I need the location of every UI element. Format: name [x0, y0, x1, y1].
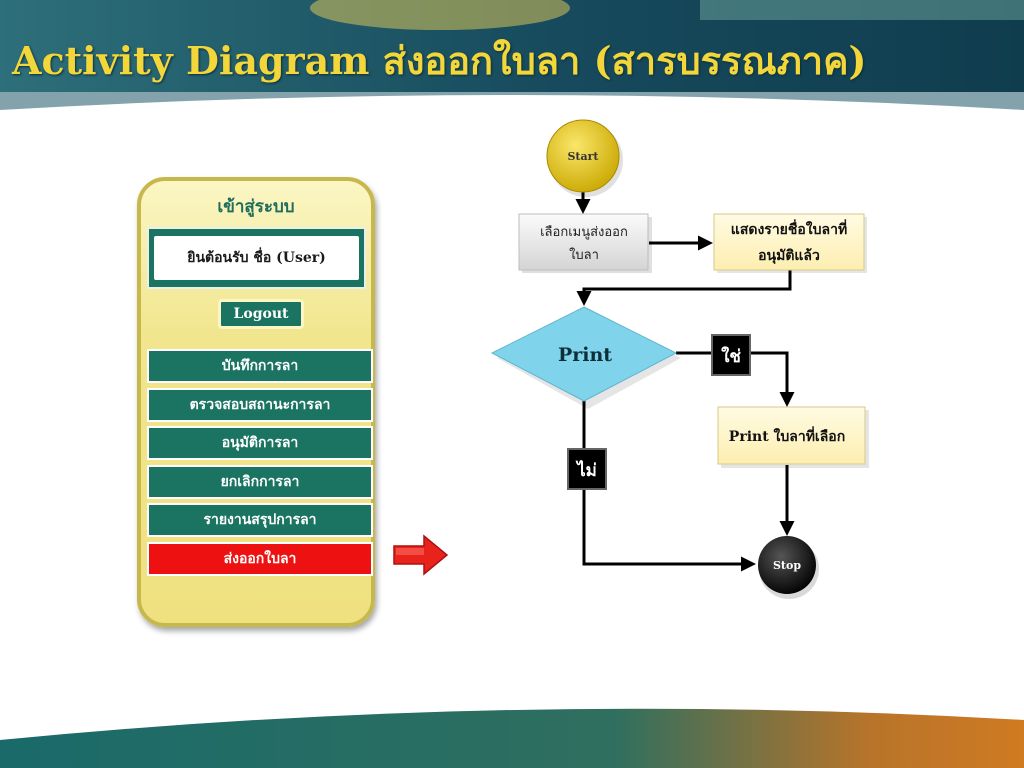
- slide-footer-band: [0, 708, 1024, 768]
- step-print-label: Print ใบลาที่เลือก: [729, 426, 845, 445]
- yes-badge: ใช่: [711, 334, 751, 376]
- decision-label: Print: [558, 344, 612, 366]
- welcome-box: ยินต้อนรับ ชื่อ (User): [147, 227, 366, 289]
- menu-panel: เข้าสู่ระบบ ยินต้อนรับ ชื่อ (User) Logou…: [137, 177, 375, 627]
- step-print-selected: Print ใบลาที่เลือก: [717, 406, 869, 468]
- no-badge: ไม่: [567, 448, 607, 490]
- slide-title: Activity Diagram ส่งออกใบลา (สารบรรณภาค): [12, 38, 867, 83]
- step-show-line2: อนุมัติแล้ว: [758, 248, 820, 264]
- yes-label: ใช่: [721, 346, 741, 367]
- menu-item-export-leave[interactable]: ส่งออกใบลา: [147, 542, 373, 576]
- step-select-line2: ใบลา: [569, 247, 599, 263]
- menu-item-check-status[interactable]: ตรวจสอบสถานะการลา: [147, 388, 373, 422]
- menu-item-leave-report[interactable]: รายงานสรุปการลา: [147, 503, 373, 537]
- step-select-line1: เลือกเมนูส่งออก: [540, 224, 628, 240]
- menu-item-record-leave[interactable]: บันทึกการลา: [147, 349, 373, 383]
- activity-diagram: Start เลือกเมนูส่งออก ใบลา แสดงรายชื่อใบ…: [490, 119, 869, 599]
- start-node: Start: [546, 119, 623, 197]
- step-show-approved: แสดงรายชื่อใบลาที่ อนุมัติแล้ว: [713, 213, 867, 273]
- no-label: ไม่: [575, 460, 597, 481]
- connector-show-decision: [576, 270, 792, 306]
- step-select-menu: เลือกเมนูส่งออก ใบลา: [518, 213, 652, 273]
- step-show-line1: แสดงรายชื่อใบลาที่: [731, 219, 847, 238]
- menu-title: เข้าสู่ระบบ: [217, 197, 295, 217]
- start-label: Start: [567, 150, 599, 163]
- logout-button[interactable]: Logout: [218, 299, 304, 329]
- pointer-arrow-icon: [393, 534, 449, 576]
- decision-print: Print: [490, 306, 681, 409]
- stop-node: Stop: [758, 536, 819, 599]
- stop-label: Stop: [773, 559, 801, 572]
- slide-header-band: [0, 0, 1024, 110]
- menu-item-cancel-leave[interactable]: ยกเลิกการลา: [147, 465, 373, 499]
- menu-item-approve-leave[interactable]: อนุมัติการลา: [147, 426, 373, 460]
- welcome-text: ยินต้อนรับ ชื่อ (User): [154, 236, 359, 280]
